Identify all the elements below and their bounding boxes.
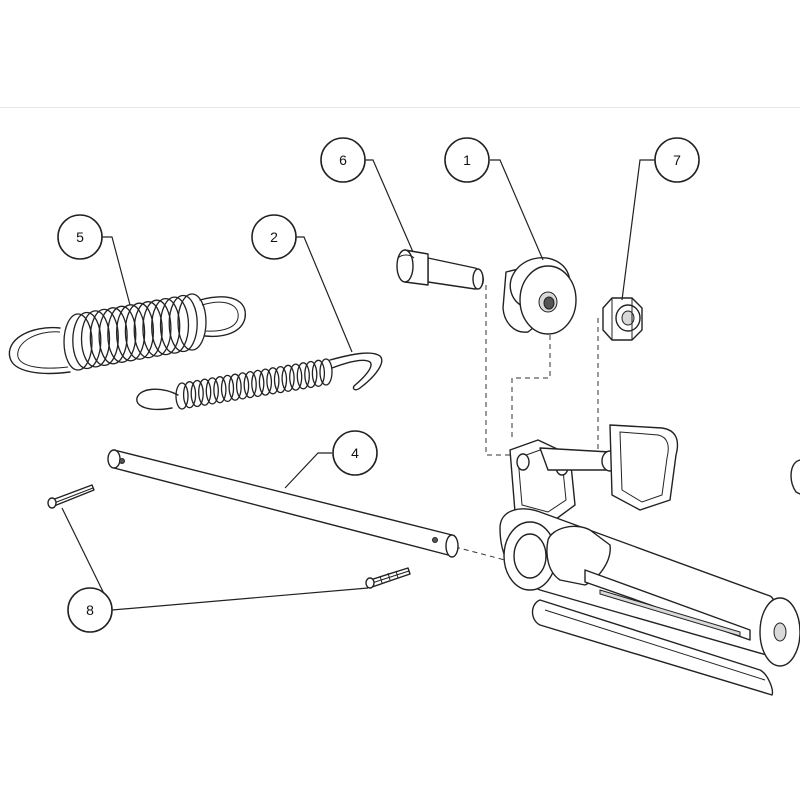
spring-coil xyxy=(177,293,207,351)
spring-coil xyxy=(98,307,128,365)
large-spring xyxy=(8,293,246,375)
spring-coil xyxy=(311,359,326,387)
pivot-rod xyxy=(107,449,459,558)
callout-8: 8 xyxy=(67,587,113,633)
spring-coil xyxy=(159,296,190,354)
guide-line-roller xyxy=(511,335,551,440)
leader-8b xyxy=(111,587,369,611)
roller xyxy=(502,257,577,335)
top-divider xyxy=(0,107,800,108)
cotter-pin-right xyxy=(365,567,411,589)
spring-coil xyxy=(258,368,273,396)
leader-1 xyxy=(490,159,544,261)
small-spring xyxy=(136,352,383,411)
pin-head-face xyxy=(396,249,414,283)
spring-coil xyxy=(266,367,280,395)
callout-1-label: 1 xyxy=(463,152,471,168)
callout-1: 1 xyxy=(444,137,490,183)
spring-coil xyxy=(107,305,137,363)
small-spring-right-hook xyxy=(329,352,383,391)
leader-4 xyxy=(284,452,332,489)
callout-6: 6 xyxy=(320,137,366,183)
side-plate xyxy=(609,424,679,511)
nut-bore xyxy=(621,310,635,326)
spring-coil xyxy=(80,310,111,368)
callout-7-label: 7 xyxy=(673,152,681,168)
spring-coil xyxy=(213,376,227,404)
frame-assembly xyxy=(499,424,800,696)
spring-coil xyxy=(220,374,235,403)
spring-coil xyxy=(182,381,197,409)
callout-4: 4 xyxy=(332,430,378,476)
pin-end xyxy=(472,268,484,290)
leader-5 xyxy=(100,236,131,306)
spring-coil xyxy=(115,304,146,362)
spring-coil xyxy=(89,308,119,367)
spring-coil xyxy=(289,363,303,391)
callout-8-label: 8 xyxy=(86,602,94,618)
leader-6 xyxy=(365,159,414,253)
spring-coil xyxy=(72,311,102,370)
spring-coil xyxy=(251,369,265,398)
callout-5: 5 xyxy=(57,214,103,260)
spring-coil xyxy=(243,370,257,399)
spring-coil xyxy=(304,360,318,389)
large-spring-left-hook xyxy=(8,326,71,375)
spring-coil xyxy=(151,297,181,356)
small-spring-coils xyxy=(175,358,333,410)
rod-shaft xyxy=(113,449,453,557)
spring-coil xyxy=(198,378,212,406)
spring-coil xyxy=(205,377,219,405)
spring-coil xyxy=(63,313,93,371)
rod-left-end xyxy=(107,449,121,469)
guide-line-rod xyxy=(454,546,506,561)
callout-2-label: 2 xyxy=(270,229,278,245)
leader-2 xyxy=(295,236,353,353)
callout-7: 7 xyxy=(654,137,700,183)
spring-coil xyxy=(228,373,242,401)
spring-coil xyxy=(133,301,163,359)
clevis-pin xyxy=(396,249,484,290)
callout-4-label: 4 xyxy=(351,445,359,461)
spring-coil xyxy=(142,299,172,357)
spring-coil xyxy=(296,362,310,390)
rod-right-end xyxy=(445,534,459,558)
large-spring-coils xyxy=(63,293,207,371)
cotter-pins xyxy=(47,484,411,589)
base-rail xyxy=(531,599,774,696)
small-spring-left-hook xyxy=(136,388,179,411)
spring-coil xyxy=(235,372,250,400)
lock-nut xyxy=(602,297,643,341)
leader-7 xyxy=(621,159,655,301)
spring-coil xyxy=(124,302,155,360)
spring-coil xyxy=(281,364,295,392)
spring-coil xyxy=(168,294,198,353)
callout-6-label: 6 xyxy=(339,152,347,168)
callout-5-label: 5 xyxy=(76,229,84,245)
spring-coil xyxy=(175,382,189,410)
guide-line-pin xyxy=(485,285,525,456)
spring-coil xyxy=(190,379,204,408)
cotter-pin-left xyxy=(47,484,95,509)
assembly-guide-lines xyxy=(454,285,599,561)
spring-coil xyxy=(273,365,288,394)
spring-coil xyxy=(319,358,333,386)
callout-2: 2 xyxy=(251,214,297,260)
